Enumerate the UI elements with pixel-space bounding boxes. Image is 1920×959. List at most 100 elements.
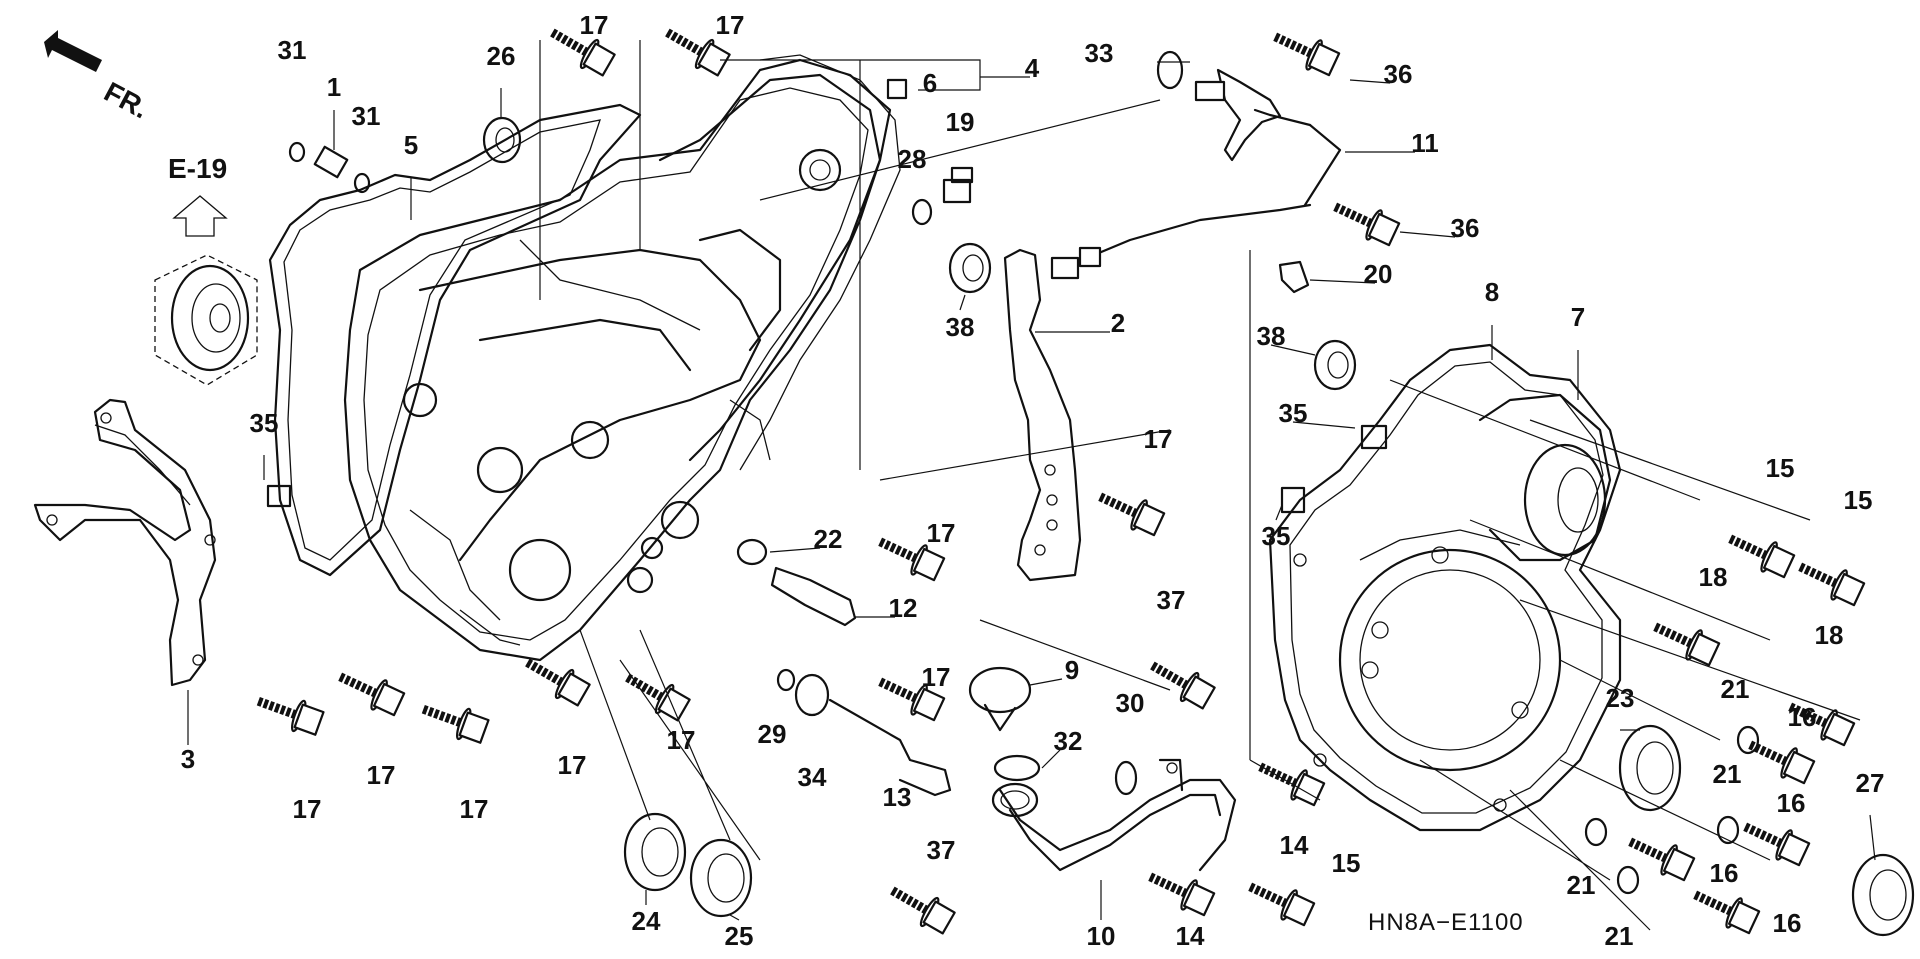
callout-c16c: 16 [1710,858,1739,888]
bolt [421,704,490,744]
callout-c34: 34 [798,762,827,792]
callout-c20: 20 [1364,259,1393,289]
callout-c17e: 17 [922,662,951,692]
dowel-part-35 [266,424,1388,514]
dowel-part-6 [886,78,908,100]
callout-c18b: 18 [1815,620,1844,650]
case-gasket-right [739,54,901,471]
callout-c17d: 17 [927,518,956,548]
callout-c35b: 35 [1279,398,1308,428]
washer-part-29 [776,668,796,692]
callout-c10: 10 [1087,921,1116,951]
callout-c35c: 35 [1262,521,1291,551]
callout-c37b: 37 [927,835,956,865]
callout-c17a: 17 [580,10,609,40]
callout-c38b: 38 [1257,321,1286,351]
bolt [1743,822,1811,867]
callout-c16a: 16 [1788,702,1817,732]
callout-c24: 24 [632,906,661,936]
washers-part-21 [1584,725,1760,895]
bearing-part-24 [623,812,687,892]
callout-c17c: 17 [1144,424,1173,454]
orientation-label: FR. [99,76,153,125]
seal-part-27 [1851,853,1915,937]
bearing-part-38-upper [948,242,992,294]
callout-c30: 30 [1116,688,1145,718]
bolt [1333,202,1401,247]
bracket-part-3 [33,398,217,687]
seal-part-25 [689,838,753,918]
filler-cap-part-9 [968,666,1032,732]
bearing-part-26 [482,116,522,164]
callout-c29: 29 [758,719,787,749]
bolt [1248,882,1316,927]
bolt [338,672,406,717]
callout-c21d: 21 [1605,921,1634,951]
bolt [1728,534,1796,579]
reference-bearing [154,254,258,386]
callout-c19: 19 [946,107,975,137]
callout-c3: 3 [181,744,195,774]
callout-c27: 27 [1856,768,1885,798]
bolt [625,673,691,722]
callout-c21b: 21 [1713,759,1742,789]
callout-c11: 11 [1411,128,1439,158]
washer-part-33 [1156,50,1184,90]
switch-part-12 [770,566,857,627]
o-ring-part-32 [993,754,1041,782]
washer-part-31 [288,141,371,194]
callout-c21a: 21 [1721,674,1750,704]
bolt [665,28,731,77]
callout-c38a: 38 [946,312,975,342]
callout-c17j: 17 [460,794,489,824]
callout-c15c: 15 [1332,848,1361,878]
dowel-part-1 [313,145,349,179]
callout-c17g: 17 [558,750,587,780]
bolt [550,28,616,77]
bolts [256,28,1866,935]
callout-c9: 9 [1065,655,1079,685]
bolt [890,886,956,935]
bolt [1148,872,1216,917]
callout-c17h: 17 [367,760,396,790]
washer-part-28 [911,198,933,226]
callout-c33: 33 [1085,38,1114,68]
bolt-part-13 [828,698,952,797]
callout-c32: 32 [1054,726,1083,756]
right-cover [1268,343,1622,832]
bracket-part-2 [1003,248,1082,582]
callout-c13: 13 [883,782,912,812]
callout-c23: 23 [1606,683,1635,713]
bolt [256,696,325,736]
diagram-code: HN8A−E1100 [1368,909,1524,936]
left-crankcase [343,58,892,662]
bolt [1098,492,1166,537]
bolt [1788,702,1856,747]
callout-c21c: 21 [1567,870,1596,900]
breather-hose-part-10 [991,758,1237,872]
callout-c14a: 14 [1280,830,1309,860]
callout-c22: 22 [814,524,843,554]
callout-c26: 26 [487,41,516,71]
callout-c17f: 17 [667,725,696,755]
callout-c28: 28 [898,144,927,174]
reference-label: E-19 [168,153,227,184]
leader-lines [187,40,1876,931]
bolt [1628,837,1696,882]
bolt [1693,890,1761,935]
bearing-part-38-right [1313,339,1357,391]
bolt [878,677,946,722]
callout-c15a: 15 [1766,453,1795,483]
bearing-part-23 [1618,724,1682,812]
bolt [1273,32,1341,77]
callout-c4: 4 [1025,53,1040,83]
bolt [1150,661,1216,710]
washer-part-30 [1114,760,1138,796]
callout-c17b: 17 [716,10,745,40]
callout-c15b: 15 [1844,485,1873,515]
callout-c37a: 37 [1157,585,1186,615]
plug-part-19 [942,166,974,204]
